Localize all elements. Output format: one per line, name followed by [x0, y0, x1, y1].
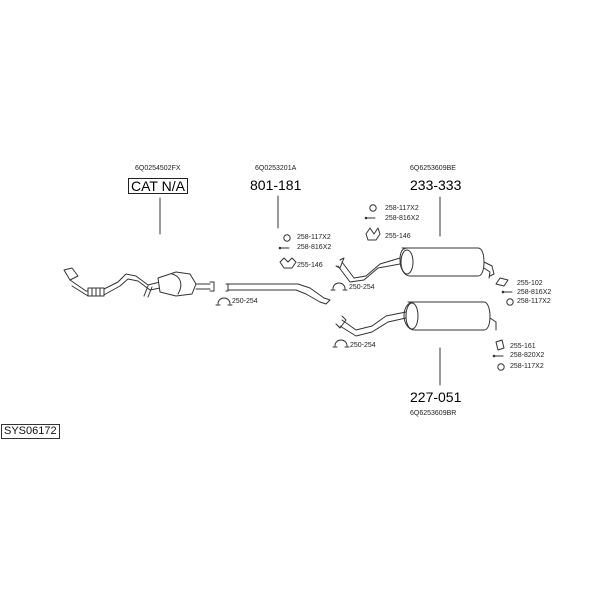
part-number-middle-pipe: 801-181 [250, 177, 302, 193]
ring-icon [283, 234, 291, 242]
fitting-right-hanger: 255-102 [517, 280, 543, 287]
fitting-upper-bolt: 258-816X2 [385, 215, 420, 222]
fitting-lower-bolt: 258-820X2 [510, 352, 545, 359]
bolt-icon [501, 290, 513, 294]
hanger-icon [495, 339, 505, 351]
fitting-clamp-b: 250-254 [349, 284, 375, 291]
fitting-middle-bolt: 258-816X2 [297, 244, 332, 251]
ring-icon [369, 204, 377, 212]
hanger-icon [365, 227, 381, 241]
fitting-middle-hanger: 255-146 [297, 262, 323, 269]
fitting-lower-hanger: 255-161 [510, 343, 536, 350]
fitting-upper-hanger: 255-146 [385, 233, 411, 240]
hanger-icon [495, 277, 509, 287]
ring-icon [506, 298, 514, 306]
clamp-icon [330, 282, 348, 291]
part-number-rear-lower: 227-051 [410, 389, 462, 405]
bolt-icon [278, 246, 290, 250]
rear-silencer-lower [335, 301, 497, 337]
system-code-label: SYS06172 [1, 424, 60, 439]
front-pipe-with-catalyst [63, 267, 215, 298]
clamp-icon [215, 297, 233, 306]
fitting-right-ring: 258-117X2 [517, 298, 551, 305]
rear-silencer-upper [335, 247, 495, 283]
bolt-icon [364, 216, 376, 220]
part-number-rear-upper: 233-333 [410, 177, 462, 193]
oe-ref-rear-upper: 6Q6253609BE [410, 165, 456, 172]
ring-icon [497, 363, 505, 371]
fitting-clamp-c: 250-254 [350, 342, 376, 349]
fitting-lower-ring: 258-117X2 [510, 363, 544, 370]
oe-ref-front-pipe: 6Q0254502FX [135, 165, 181, 172]
fitting-clamp-a: 250-254 [232, 298, 258, 305]
hanger-icon [279, 257, 297, 269]
oe-ref-rear-lower: 6Q6253609BR [410, 410, 457, 417]
fitting-middle-ring: 258-117X2 [297, 234, 331, 241]
middle-pipe [225, 283, 331, 305]
fitting-upper-ring: 258-117X2 [385, 205, 419, 212]
fitting-right-bolt: 258-816X2 [517, 289, 552, 296]
bolt-icon [492, 354, 504, 358]
oe-ref-middle-pipe: 6Q0253201A [255, 165, 297, 172]
clamp-icon [332, 339, 350, 348]
part-number-front-pipe: CAT N/A [128, 178, 188, 194]
